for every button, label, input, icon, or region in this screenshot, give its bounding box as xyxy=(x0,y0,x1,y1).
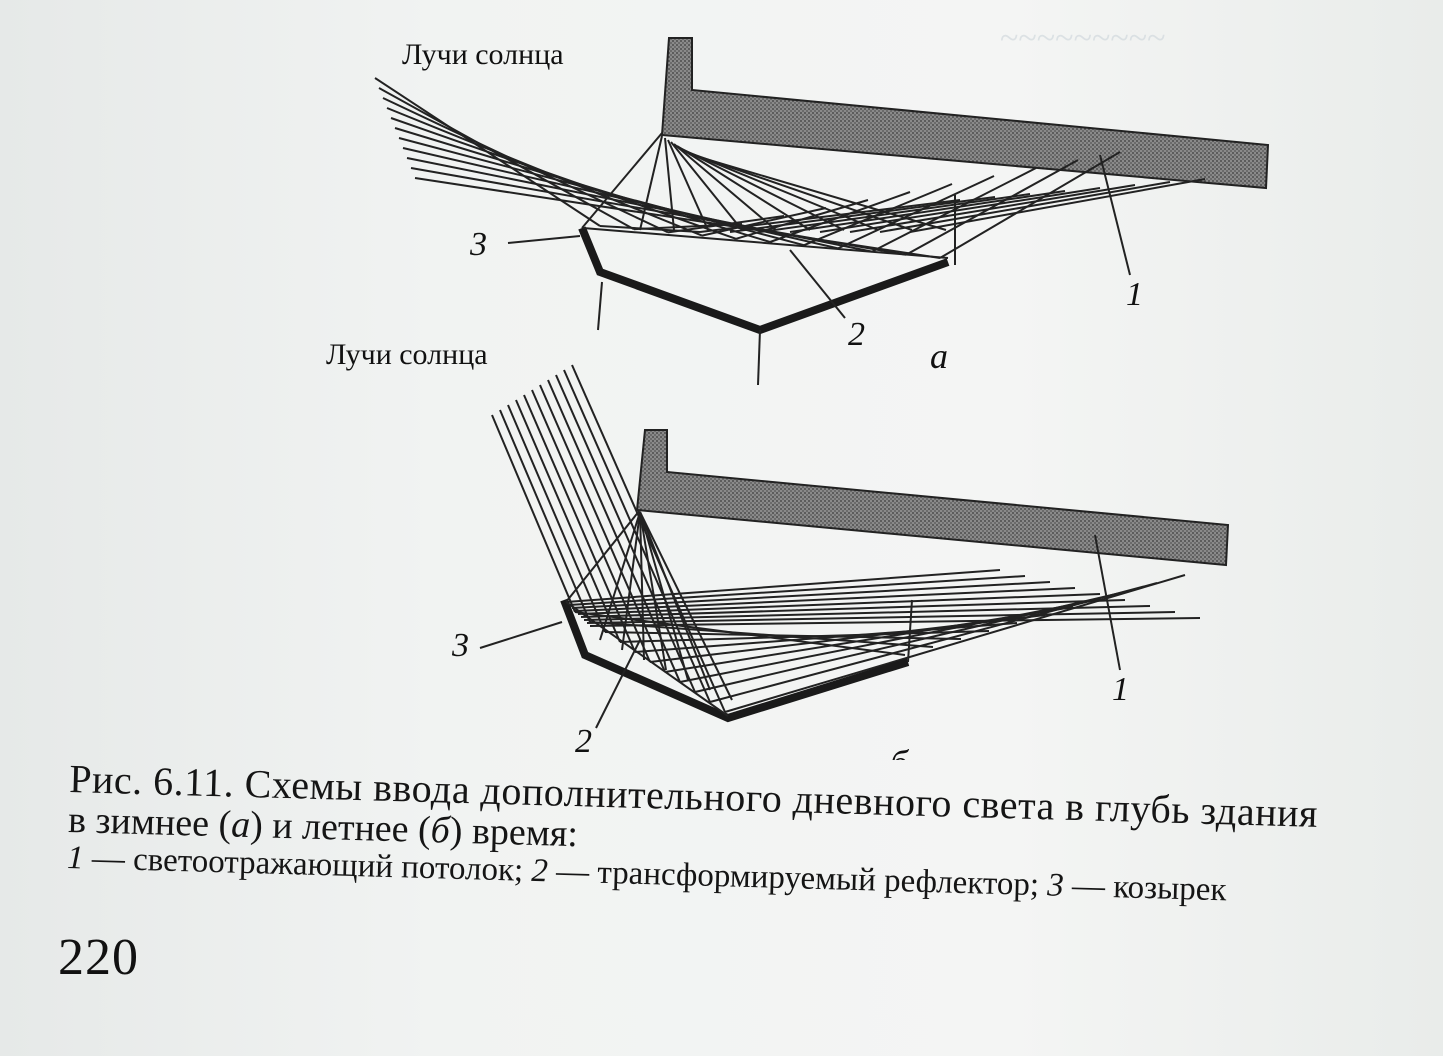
legend-num-2: 2 xyxy=(530,852,549,890)
ceiling-ray xyxy=(639,511,711,691)
reflected-ray xyxy=(879,181,1171,233)
canopy-b xyxy=(560,598,910,723)
support-line-a2 xyxy=(757,329,761,386)
reflected-ray xyxy=(701,207,827,237)
sun-ray xyxy=(539,384,666,673)
sun-ray xyxy=(507,404,606,633)
reflected-ray xyxy=(586,611,1176,624)
sun-ray xyxy=(555,374,696,693)
reflected-ray xyxy=(574,587,1076,612)
reflected-rays-a xyxy=(599,135,1206,259)
ceiling-ray xyxy=(676,145,811,231)
leader-1-a xyxy=(1099,154,1131,276)
sun-rays-label-a: Лучи солнца xyxy=(402,38,564,71)
sun-ray xyxy=(547,379,681,683)
reflector-edge-b xyxy=(565,509,641,603)
ceiling-ray xyxy=(639,511,689,681)
reflected-ray xyxy=(837,175,995,250)
sun-ray xyxy=(531,389,651,663)
reflector-b xyxy=(565,601,729,717)
ceiling-ray xyxy=(639,511,733,701)
legend-num-1: 1 xyxy=(66,839,85,877)
leader-1-b xyxy=(1094,534,1121,671)
label-2-a: 2 xyxy=(848,316,865,353)
ceiling-slab-a xyxy=(660,37,1270,190)
sun-rays-label-b: Лучи солнца xyxy=(326,338,488,371)
legend-text-3: — козырек xyxy=(1063,867,1227,909)
label-1-b: 1 xyxy=(1112,671,1129,708)
leader-2-b xyxy=(595,639,641,729)
sun-ray xyxy=(491,414,576,613)
sun-rays-b xyxy=(491,364,726,713)
caption-text: ) и летнее ( xyxy=(249,804,432,852)
ceiling-ray xyxy=(621,511,641,651)
reflected-ray xyxy=(565,569,1001,603)
daylight-figure: Лучи солнца 3 2 1 а Лучи солнца 3 2 1 б xyxy=(326,37,1270,760)
label-3-b: 3 xyxy=(451,627,469,664)
panel-a-diagram: Лучи солнца 3 2 1 а xyxy=(374,37,1270,386)
panel-b-diagram: Лучи солнца 3 2 1 б xyxy=(326,338,1230,760)
legend-num-3: 3 xyxy=(1046,867,1065,904)
reflected-ray xyxy=(571,581,1051,609)
caption-text: в зимнее ( xyxy=(67,798,232,846)
reflected-ray xyxy=(939,151,1121,259)
page-number: 220 xyxy=(58,929,139,986)
reflector-edge-a xyxy=(581,132,663,229)
caption-text: ) время: xyxy=(449,809,579,856)
reflector-a xyxy=(582,227,949,259)
reflected-ray xyxy=(729,196,996,233)
panel-a-label: а xyxy=(930,336,948,376)
ceiling-ray xyxy=(667,139,709,231)
window-line-b xyxy=(907,599,913,663)
reflected-ray xyxy=(699,199,961,233)
reflected-ray xyxy=(583,605,1151,621)
reflected-ray xyxy=(577,593,1101,615)
reflected-ray xyxy=(789,190,1066,233)
reflected-ray xyxy=(849,184,1136,233)
figure-caption: Рис. 6.11. Схемы ввода дополнительного д… xyxy=(67,755,1430,915)
sun-rays-a xyxy=(374,77,941,259)
ceiling-ray xyxy=(679,147,845,231)
ceiling-ray xyxy=(673,143,777,231)
panel-b-label: б xyxy=(890,743,910,760)
reflected-ray xyxy=(819,187,1101,233)
canopy-a xyxy=(578,226,950,335)
reflected-ray xyxy=(759,193,1031,233)
ceiling-ray xyxy=(664,137,675,231)
reflected-ray xyxy=(580,599,1126,618)
label-1-a: 1 xyxy=(1126,276,1143,313)
reflected-ray xyxy=(905,159,1079,256)
leader-3-a xyxy=(507,235,581,244)
bleed-through-text: ~~~~~~~~~ xyxy=(1000,20,1166,57)
ceiling-ray xyxy=(688,153,947,231)
reflected-ray xyxy=(709,582,1158,703)
sun-ray xyxy=(499,409,591,623)
label-2-b: 2 xyxy=(575,723,592,760)
caption-italic-b: б xyxy=(430,809,451,852)
ceiling-slab-b xyxy=(635,429,1230,567)
reflected-ray xyxy=(909,178,1206,233)
ceiling-ray xyxy=(670,141,743,231)
reflected-ray xyxy=(667,215,785,234)
reflected-rays-b xyxy=(565,511,1201,713)
leader-3-b xyxy=(479,621,563,649)
support-line-a1 xyxy=(597,281,603,331)
ceiling-ray xyxy=(639,135,663,231)
sun-ray xyxy=(414,177,941,259)
ceiling-ray xyxy=(639,511,667,671)
ceiling-ray xyxy=(639,511,645,661)
label-3-a: 3 xyxy=(469,226,487,263)
leader-2-a xyxy=(789,249,846,319)
reflected-ray xyxy=(724,574,1186,713)
reflected-ray xyxy=(568,575,1026,606)
reflected-ray xyxy=(589,617,1201,627)
ceiling-ray xyxy=(599,511,641,641)
caption-italic-a: а xyxy=(230,803,251,847)
sun-ray xyxy=(515,399,621,643)
